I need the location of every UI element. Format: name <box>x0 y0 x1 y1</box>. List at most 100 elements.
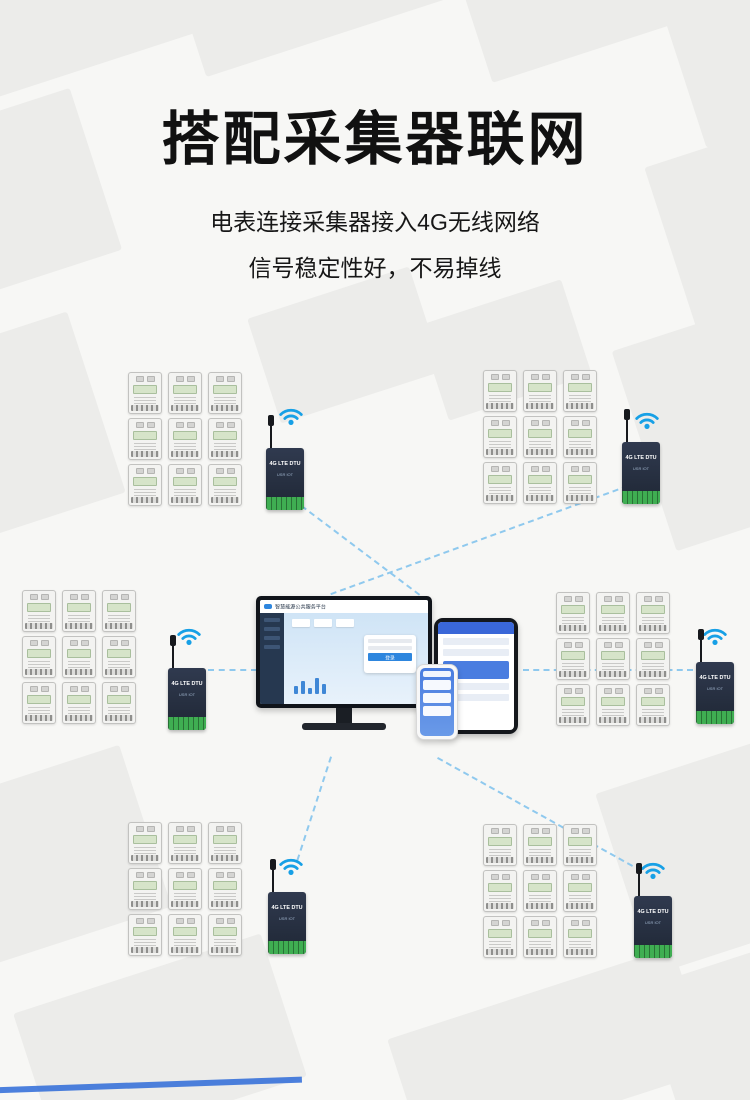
meter-dials <box>557 688 589 694</box>
meter-dials <box>524 874 556 880</box>
meter-lcd <box>488 883 512 892</box>
meter-label-lines <box>174 397 196 404</box>
meter-terminals <box>131 451 159 457</box>
meter-lcd <box>488 383 512 392</box>
meter-label-lines <box>134 489 156 496</box>
electric-meter <box>168 914 202 956</box>
meter-dials <box>129 422 161 428</box>
meter-lcd <box>213 477 237 486</box>
electric-meter <box>208 868 242 910</box>
meter-dials <box>564 374 596 380</box>
meter-dials <box>564 466 596 472</box>
meter-terminals <box>131 497 159 503</box>
meter-terminals <box>171 451 199 457</box>
meter-dials <box>557 642 589 648</box>
electric-meter <box>483 824 517 866</box>
wifi-signal-icon <box>640 858 666 880</box>
electric-meter <box>563 870 597 912</box>
tablet-list-row <box>443 683 509 690</box>
meter-terminals <box>526 495 554 501</box>
electric-meter <box>168 868 202 910</box>
wifi-signal-icon <box>278 404 304 426</box>
meter-cluster <box>22 590 136 724</box>
tablet-device <box>434 618 518 734</box>
meter-terminals <box>559 717 587 723</box>
antenna-icon <box>698 629 704 662</box>
electric-meter <box>523 416 557 458</box>
meter-label-lines <box>642 663 664 670</box>
meter-label-lines <box>28 661 50 668</box>
meter-terminals <box>171 901 199 907</box>
tablet-app-header <box>438 622 514 634</box>
electric-meter <box>128 914 162 956</box>
meter-dials <box>103 640 135 646</box>
meter-lcd <box>641 605 665 614</box>
meter-dials <box>209 422 241 428</box>
meter-lcd <box>488 429 512 438</box>
meter-terminals <box>211 947 239 953</box>
meter-cluster <box>483 370 597 504</box>
meter-lcd <box>528 429 552 438</box>
meter-dials <box>169 826 201 832</box>
meter-dials <box>484 420 516 426</box>
meter-lcd <box>488 475 512 484</box>
meter-terminals <box>131 855 159 861</box>
electric-meter <box>208 372 242 414</box>
terminal-block <box>266 497 304 510</box>
meter-lcd <box>528 883 552 892</box>
meter-terminals <box>526 449 554 455</box>
meter-lcd <box>213 835 237 844</box>
meter-terminals <box>25 623 53 629</box>
meter-dials <box>564 420 596 426</box>
meter-label-lines <box>529 895 551 902</box>
tablet-banner <box>443 661 509 679</box>
meter-lcd <box>213 881 237 890</box>
electric-meter <box>483 416 517 458</box>
meter-lcd <box>133 927 157 936</box>
meter-dials <box>484 374 516 380</box>
meter-terminals <box>25 669 53 675</box>
login-input <box>368 646 412 650</box>
meter-dials <box>637 642 669 648</box>
meter-lcd <box>641 651 665 660</box>
electric-meter <box>168 418 202 460</box>
meter-label-lines <box>642 709 664 716</box>
meter-terminals <box>486 403 514 409</box>
electric-meter <box>636 684 670 726</box>
meter-cluster <box>556 592 670 726</box>
meter-terminals <box>559 671 587 677</box>
meter-lcd <box>568 429 592 438</box>
meter-terminals <box>211 451 239 457</box>
meter-terminals <box>526 949 554 955</box>
dashboard-view: 智慧能源公共服务平台 登录 <box>260 600 428 704</box>
meter-lcd <box>107 649 131 658</box>
meter-lcd <box>488 837 512 846</box>
electric-meter <box>556 592 590 634</box>
meter-dials <box>23 640 55 646</box>
meter-label-lines <box>562 663 584 670</box>
meter-dials <box>169 468 201 474</box>
electric-meter <box>22 682 56 724</box>
electric-meter <box>483 916 517 958</box>
meter-terminals <box>65 715 93 721</box>
phone-card <box>423 693 451 703</box>
collector-sublabel: USR IOT <box>632 466 650 472</box>
meter-lcd <box>568 883 592 892</box>
meter-lcd <box>173 431 197 440</box>
meter-terminals <box>566 949 594 955</box>
meter-lcd <box>213 385 237 394</box>
meter-lcd <box>173 477 197 486</box>
meter-label-lines <box>569 441 591 448</box>
meter-lcd <box>173 835 197 844</box>
meter-dials <box>484 874 516 880</box>
meter-terminals <box>566 903 594 909</box>
antenna-icon <box>636 863 642 896</box>
connection-line <box>296 756 332 861</box>
login-input <box>368 639 412 643</box>
meter-dials <box>169 872 201 878</box>
meter-label-lines <box>214 847 236 854</box>
electric-meter <box>22 636 56 678</box>
meter-label-lines <box>134 443 156 450</box>
collector-label: 4G LTE DTU <box>699 675 731 681</box>
subtitle-line-1: 电表连接采集器接入4G无线网络 <box>210 209 540 235</box>
